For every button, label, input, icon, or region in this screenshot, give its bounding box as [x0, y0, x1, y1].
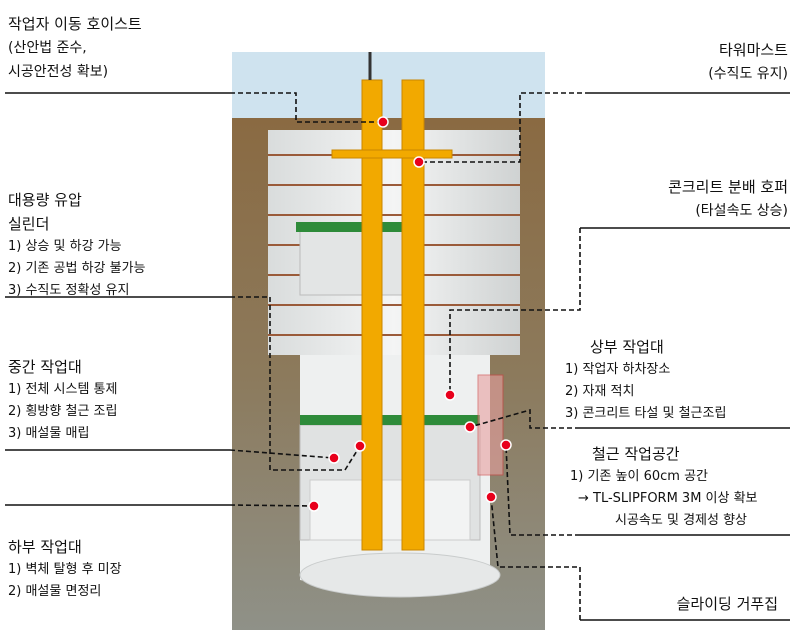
lower-deck-item: 2) 매설물 면정리: [8, 584, 102, 599]
hopper-line: (타설속도 상승): [695, 203, 788, 219]
upper-deck-item: 1) 작업자 하차장소: [565, 362, 671, 377]
marker-cylinder: [354, 440, 366, 452]
cylinder-item: 3) 수직도 정확성 유지: [8, 283, 130, 298]
marker-upper-deck: [464, 421, 476, 433]
markers: [308, 116, 512, 512]
rebar-space-item: 1) 기존 높이 60cm 공간: [570, 469, 708, 484]
hopper-title: 콘크리트 분배 호퍼: [668, 178, 788, 196]
label-middle-deck: 중간 작업대 1) 전체 시스템 통제 2) 횡방향 철근 조립 3) 매설물 …: [8, 355, 117, 445]
tower-mast-title: 타워마스트: [718, 41, 788, 59]
label-lower-deck: 하부 작업대 1) 벽체 탈형 후 미장 2) 매설물 면정리: [8, 535, 122, 603]
label-rebar-space: 철근 작업공간 1) 기존 높이 60cm 공간 → TL-SLIPFORM 3…: [570, 442, 758, 532]
rebar-space-item: → TL-SLIPFORM 3M 이상 확보: [578, 491, 758, 506]
marker-lower-deck: [308, 500, 320, 512]
upper-deck-item: 3) 콘크리트 타설 및 철근조립: [565, 406, 727, 421]
middle-deck-title: 중간 작업대: [8, 358, 82, 376]
marker-middle-deck: [328, 452, 340, 464]
cylinder-title: 대용량 유압: [8, 191, 82, 209]
marker-hoist: [377, 116, 389, 128]
middle-deck-frame: [300, 415, 480, 425]
lower-deck-body: [309, 479, 471, 541]
tower-masts: [331, 79, 453, 551]
hoist-line: (산안법 준수,: [8, 40, 87, 56]
sliding-form-title: 슬라이딩 거푸집: [676, 595, 778, 613]
sky: [232, 52, 545, 127]
label-cylinder: 대용량 유압 실린더 1) 상승 및 하강 가능 2) 기존 공법 하강 불가능…: [8, 188, 146, 302]
sliding-form: [299, 552, 501, 598]
label-sliding-form: 슬라이딩 거푸집: [677, 592, 778, 616]
middle-deck-item: 3) 매설물 매립: [8, 426, 90, 441]
rebar-space-item: 시공속도 및 경제성 향상: [615, 513, 747, 528]
middle-deck-item: 2) 횡방향 철근 조립: [8, 404, 118, 419]
marker-rebar: [500, 439, 512, 451]
label-upper-deck: 상부 작업대 1) 작업자 하차장소 2) 자재 적치 3) 콘크리트 타설 및…: [565, 335, 726, 425]
marker-tower: [413, 156, 425, 168]
rebar-space-marker: [477, 374, 504, 476]
tower-mast-line: (수직도 유지): [708, 66, 788, 82]
cylinder-item: 2) 기존 공법 하강 불가능: [8, 261, 146, 276]
upper-deck-title: 상부 작업대: [590, 338, 664, 356]
lower-deck-item: 1) 벽체 탈형 후 미장: [8, 562, 122, 577]
upper-deck-item: 2) 자재 적치: [565, 384, 635, 399]
label-hoist: 작업자 이동 호이스트 (산안법 준수, 시공안전성 확보): [8, 12, 142, 84]
lower-deck-title: 하부 작업대: [8, 538, 82, 556]
rebar-space-title: 철근 작업공간: [592, 445, 680, 463]
hoist-title: 작업자 이동 호이스트: [8, 15, 142, 33]
marker-sliding: [485, 491, 497, 503]
middle-deck-item: 1) 전체 시스템 통제: [8, 382, 118, 397]
cylinder-frame: [296, 222, 421, 232]
label-hopper: 콘크리트 분배 호퍼 (타설속도 상승): [668, 175, 788, 223]
leader-lines: [5, 92, 790, 621]
cylinder-title-2: 실린더: [8, 215, 50, 233]
cylinder-item: 1) 상승 및 하강 가능: [8, 239, 122, 254]
cylinder-deck: [299, 224, 416, 296]
label-tower-mast: 타워마스트 (수직도 유지): [708, 38, 788, 86]
hoist-line: 시공안전성 확보): [8, 64, 109, 80]
leader-dashes: [229, 92, 590, 620]
marker-hopper: [444, 389, 456, 401]
